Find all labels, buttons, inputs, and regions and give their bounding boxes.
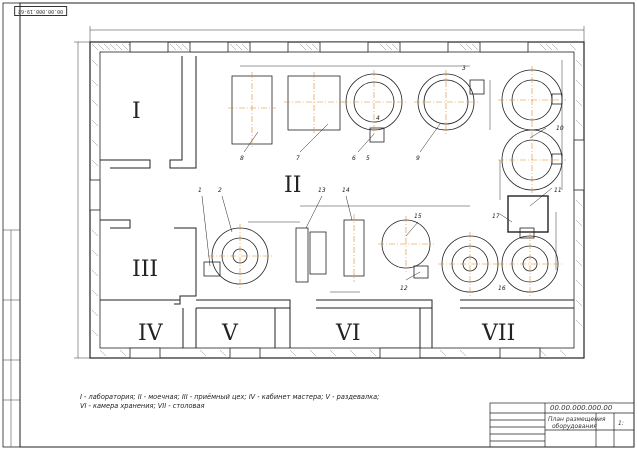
room-label-I: I [132, 99, 141, 124]
position-number: 8 [240, 155, 244, 162]
position-number: 16 [498, 285, 506, 292]
legend-item: IV - кабинет мастера; [248, 393, 324, 401]
windows [89, 41, 585, 359]
legend-item: VII - столовая [157, 402, 205, 410]
position-number: 4 [376, 115, 380, 122]
dimension-lines [74, 26, 585, 359]
room-label-VI: VI [335, 321, 361, 346]
room-label-VII: VII [481, 321, 515, 346]
title-block [489, 402, 635, 448]
position-number: 1 [198, 187, 202, 194]
center-lines [208, 66, 566, 296]
room-label-V: V [221, 321, 239, 346]
position-number: 17 [492, 213, 500, 220]
room-legend: I - лаборатория; II - моечная; III - при… [80, 393, 500, 411]
room-label-IV: IV [138, 321, 164, 346]
room-label-II: II [284, 173, 301, 198]
legend-item: I - лаборатория; [80, 393, 136, 401]
legend-item: V - раздевалка; [325, 393, 380, 401]
conveyor-13 [295, 227, 309, 283]
room-label-III: III [132, 257, 158, 282]
drawing-code-stamp: 00.00.000.19-62 [14, 6, 68, 16]
position-number: 13 [318, 187, 326, 194]
title-block-name-line1: План размещения [548, 416, 606, 423]
legend-item: VI - камера хранения; [80, 402, 156, 410]
sheet-inner-frame [19, 2, 635, 448]
position-number: 3 [462, 65, 466, 72]
position-number: 12 [400, 285, 408, 292]
position-number: 7 [296, 155, 300, 162]
sheet-outer-frame [2, 2, 635, 448]
leader-lines [201, 123, 553, 281]
room-labels: I II III IV V VI VII [132, 99, 515, 346]
position-number: 6 [352, 155, 356, 162]
position-number: 5 [366, 155, 370, 162]
position-number: 14 [342, 187, 350, 194]
equipment [203, 69, 563, 293]
interior-walls [100, 56, 574, 348]
motor-1 [203, 261, 221, 277]
position-numbers: 8 7 6 5 9 1 2 13 14 15 12 10 11 17 16 3 … [198, 65, 564, 292]
building-walls [89, 41, 585, 359]
title-block-name-line2: оборудования [552, 423, 597, 430]
position-number: 9 [416, 155, 420, 162]
binding-strip [3, 229, 20, 447]
position-number: 11 [554, 187, 562, 194]
equipment-unit-12 [309, 231, 327, 275]
position-number: 15 [414, 213, 422, 220]
position-number: 2 [218, 187, 222, 194]
position-number: 10 [556, 125, 564, 132]
title-block-doc-code: 00.00.000.000.00 [550, 404, 613, 412]
title-block-scale: 1: [618, 420, 624, 427]
legend-item: III - приёмный цех; [181, 393, 247, 401]
legend-item: II - моечная; [137, 393, 180, 401]
equipment-unit-11 [507, 195, 549, 233]
